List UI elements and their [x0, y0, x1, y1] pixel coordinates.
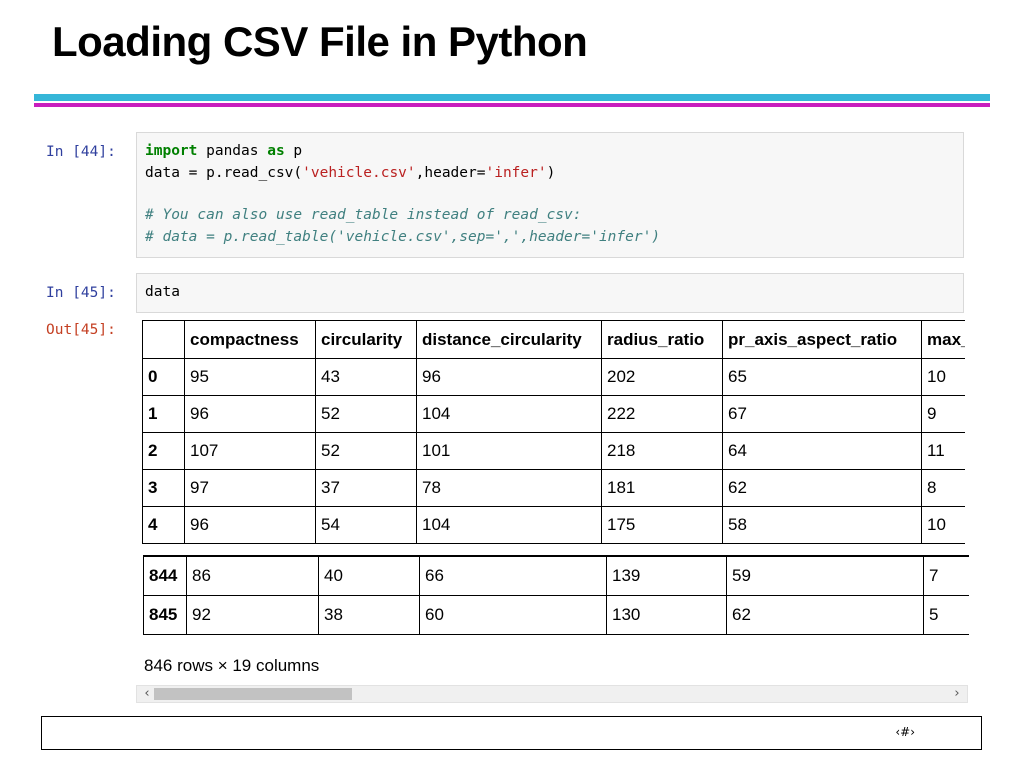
- code-string: 'infer': [485, 165, 547, 181]
- table-cell: 101: [416, 432, 602, 470]
- table-cell: 8: [921, 469, 965, 507]
- table-cell: 66: [419, 555, 607, 596]
- table-cell: 62: [726, 594, 924, 635]
- column-header-distance-circularity: distance_circularity: [416, 320, 602, 359]
- table-cell: 43: [315, 358, 417, 396]
- table-header-row: compactness circularity distance_circula…: [142, 320, 965, 359]
- code-text: ): [546, 165, 556, 181]
- table-cell: 67: [722, 395, 922, 433]
- table-row: 845 92 38 60 130 62 5: [143, 594, 969, 635]
- table-cell: 11: [921, 432, 965, 470]
- table-cell: 5: [923, 594, 969, 635]
- table-cell: 97: [184, 469, 316, 507]
- row-index: 0: [142, 358, 185, 396]
- column-header-max: max_: [921, 320, 965, 359]
- table-cell: 92: [186, 594, 319, 635]
- keyword-as: as: [267, 143, 285, 159]
- table-cell: 38: [318, 594, 420, 635]
- column-header-radius-ratio: radius_ratio: [601, 320, 723, 359]
- table-cell: 37: [315, 469, 417, 507]
- scroll-left-icon[interactable]: ‹: [144, 686, 150, 701]
- code-line-import: import pandas as p: [145, 140, 955, 162]
- row-index: 3: [142, 469, 185, 507]
- column-header-circularity: circularity: [315, 320, 417, 359]
- table-cell: 54: [315, 506, 417, 544]
- horizontal-scrollbar[interactable]: ‹ ›: [136, 685, 968, 703]
- table-cell: 60: [419, 594, 607, 635]
- code-line-read-csv: data = p.read_csv('vehicle.csv',header='…: [145, 162, 955, 184]
- dataframe-tail-viewport: 844 86 40 66 139 59 7 845 92 38 60 130 6…: [140, 553, 969, 637]
- table-cell: 10: [921, 506, 965, 544]
- table-cell: 181: [601, 469, 723, 507]
- scrollbar-thumb[interactable]: [154, 688, 352, 700]
- table-cell: 130: [606, 594, 727, 635]
- table-cell: 9: [921, 395, 965, 433]
- cell-45-output-prompt: Out[45]:: [46, 322, 116, 338]
- table-cell: 218: [601, 432, 723, 470]
- table-cell: 52: [315, 432, 417, 470]
- dataframe-tail-table: 844 86 40 66 139 59 7 845 92 38 60 130 6…: [143, 555, 969, 635]
- code-text: pandas: [197, 143, 268, 159]
- title-divider-magenta: [34, 103, 990, 107]
- keyword-import: import: [145, 143, 198, 159]
- code-text: data = p.read_csv(: [145, 165, 303, 181]
- code-cell-44[interactable]: import pandas as p data = p.read_csv('ve…: [136, 132, 964, 258]
- table-cell: 96: [416, 358, 602, 396]
- cell-44-prompt: In [44]:: [46, 144, 116, 160]
- column-header-pr-axis-aspect-ratio: pr_axis_aspect_ratio: [722, 320, 922, 359]
- row-index: 1: [142, 395, 185, 433]
- table-cell: 86: [186, 555, 319, 596]
- slide-number: ‹#›: [895, 725, 915, 739]
- table-cell: 104: [416, 506, 602, 544]
- table-cell: 175: [601, 506, 723, 544]
- dataframe-head-viewport: compactness circularity distance_circula…: [140, 318, 965, 546]
- code-comment-1: # You can also use read_table instead of…: [145, 207, 582, 223]
- code-comment-2: # data = p.read_table('vehicle.csv',sep=…: [145, 229, 661, 245]
- table-cell: 107: [184, 432, 316, 470]
- table-row: 844 86 40 66 139 59 7: [143, 555, 969, 596]
- table-cell: 96: [184, 395, 316, 433]
- column-header-compactness: compactness: [184, 320, 316, 359]
- row-index: 4: [142, 506, 185, 544]
- table-cell: 78: [416, 469, 602, 507]
- slide-footer: ‹#›: [41, 716, 982, 750]
- column-header: [142, 320, 185, 359]
- code-line-data: data: [145, 284, 180, 300]
- table-cell: 222: [601, 395, 723, 433]
- dataframe-shape-text: 846 rows × 19 columns: [144, 656, 320, 675]
- table-row: 0 95 43 96 202 65 10: [142, 358, 965, 396]
- table-cell: 7: [923, 555, 969, 596]
- scroll-right-icon[interactable]: ›: [954, 686, 960, 701]
- code-cell-45[interactable]: data: [136, 273, 964, 313]
- code-text: p: [284, 143, 303, 159]
- dataframe-head-table: compactness circularity distance_circula…: [142, 320, 965, 544]
- table-cell: 95: [184, 358, 316, 396]
- table-cell: 40: [318, 555, 420, 596]
- table-row: 1 96 52 104 222 67 9: [142, 395, 965, 433]
- table-row: 2 107 52 101 218 64 11: [142, 432, 965, 470]
- table-cell: 58: [722, 506, 922, 544]
- table-cell: 139: [606, 555, 727, 596]
- table-cell: 10: [921, 358, 965, 396]
- code-string: 'vehicle.csv': [302, 165, 416, 181]
- table-cell: 96: [184, 506, 316, 544]
- table-row: 4 96 54 104 175 58 10: [142, 506, 965, 544]
- table-cell: 52: [315, 395, 417, 433]
- table-cell: 202: [601, 358, 723, 396]
- title-divider-cyan: [34, 94, 990, 101]
- row-index: 2: [142, 432, 185, 470]
- table-cell: 64: [722, 432, 922, 470]
- code-line-blank: [145, 184, 955, 204]
- cell-45-prompt: In [45]:: [46, 285, 116, 301]
- table-cell: 62: [722, 469, 922, 507]
- code-text: ,header=: [415, 165, 486, 181]
- table-row: 3 97 37 78 181 62 8: [142, 469, 965, 507]
- row-index: 844: [143, 555, 187, 596]
- table-cell: 65: [722, 358, 922, 396]
- slide-title: Loading CSV File in Python: [52, 18, 588, 65]
- table-cell: 104: [416, 395, 602, 433]
- row-index: 845: [143, 594, 187, 635]
- table-cell: 59: [726, 555, 924, 596]
